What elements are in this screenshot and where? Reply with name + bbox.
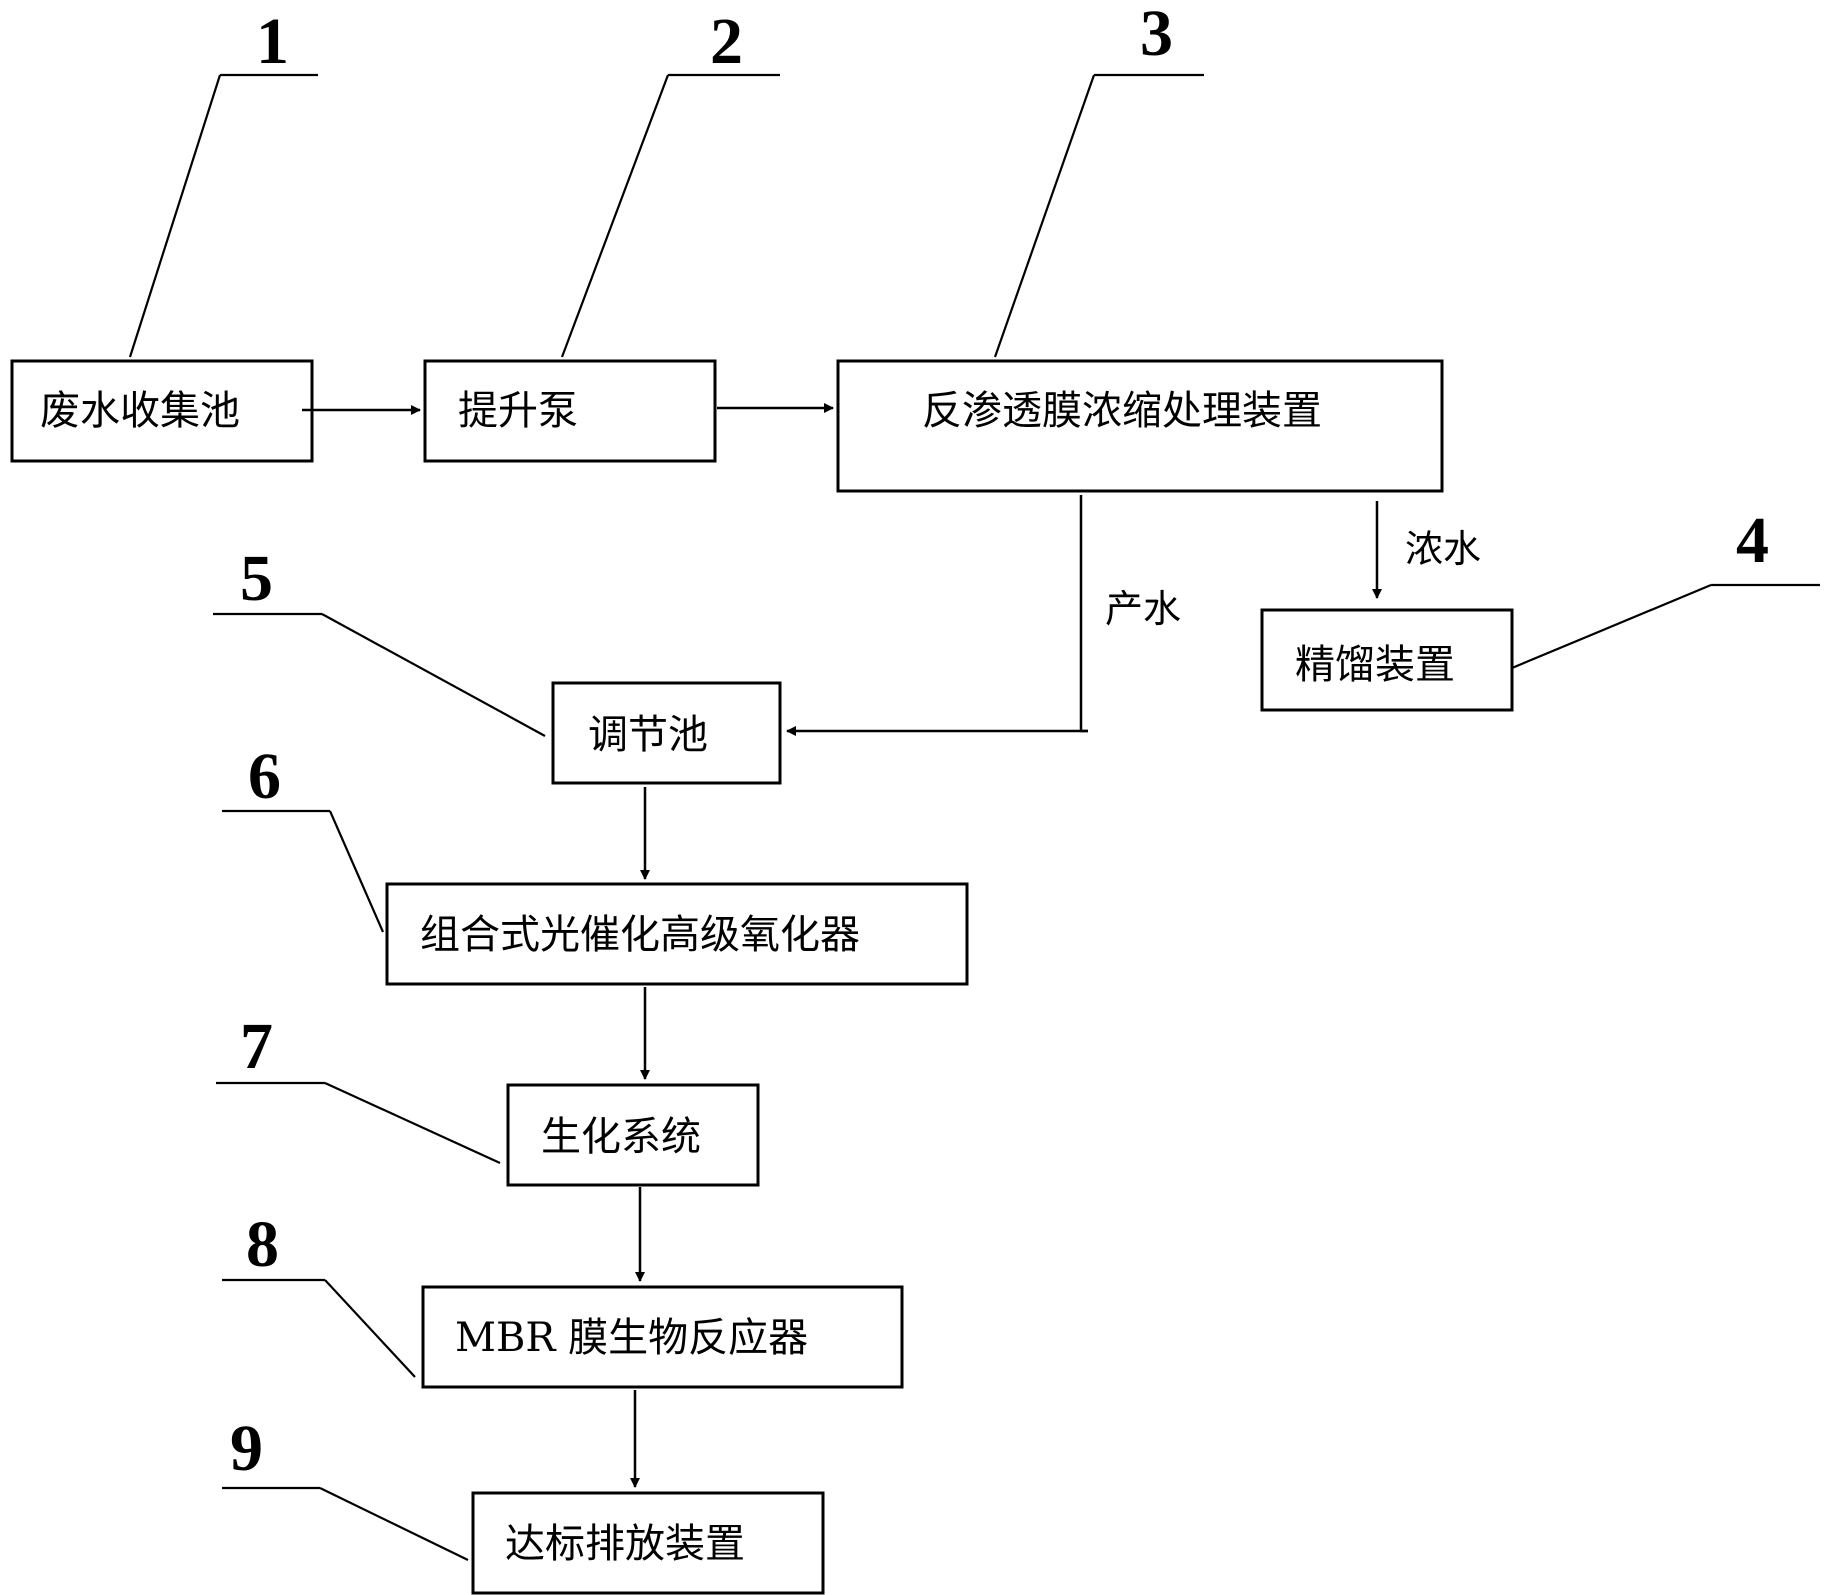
callout-7-number: 7	[240, 1010, 273, 1083]
box-ro-concentration-unit: 反渗透膜浓缩处理装置	[836, 359, 1444, 493]
line-ro-product-water	[1079, 495, 1088, 733]
box-lift-pump-label: 提升泵	[458, 388, 578, 434]
callout-3-number: 3	[1140, 0, 1173, 70]
box-discharge-unit: 达标排放装置	[471, 1491, 825, 1595]
box-biochemical-system-label: 生化系统	[541, 1114, 701, 1160]
box-lift-pump: 提升泵	[423, 359, 717, 463]
callout-5-number: 5	[240, 542, 273, 615]
callout-1-number: 1	[256, 5, 289, 78]
callout-9: 9	[222, 1412, 469, 1561]
callout-9-number: 9	[230, 1412, 263, 1485]
callout-8: 8	[222, 1208, 416, 1378]
box-biochemical-system: 生化系统	[506, 1083, 760, 1187]
callout-6-number: 6	[248, 740, 281, 813]
callout-4: 4	[1511, 504, 1820, 670]
box-ro-concentration-unit-label: 反渗透膜浓缩处理装置	[922, 388, 1322, 434]
box-distillation-unit-label: 精馏装置	[1295, 642, 1455, 688]
callout-3: 3	[993, 0, 1204, 358]
box-photocatalytic-oxidizer-label: 组合式光催化高级氧化器	[420, 912, 860, 958]
box-mbr-reactor: MBR 膜生物反应器	[421, 1285, 904, 1389]
callout-4-number: 4	[1736, 504, 1769, 577]
box-distillation-unit: 精馏装置	[1260, 608, 1514, 712]
box-wastewater-collection-tank-label: 废水收集池	[40, 388, 240, 434]
callout-2-number: 2	[710, 5, 743, 78]
box-mbr-reactor-label: MBR 膜生物反应器	[455, 1315, 808, 1361]
flow-label-concentrate: 浓水	[1405, 527, 1481, 571]
box-discharge-unit-label: 达标排放装置	[505, 1521, 745, 1567]
box-photocatalytic-oxidizer: 组合式光催化高级氧化器	[385, 882, 969, 986]
box-equalization-tank: 调节池	[551, 681, 782, 785]
callout-6: 6	[222, 740, 385, 933]
callout-1: 1	[128, 5, 318, 358]
callout-5: 5	[213, 542, 546, 737]
box-equalization-tank-label: 调节池	[588, 712, 708, 758]
box-wastewater-collection-tank: 废水收集池	[10, 359, 314, 463]
flow-label-product-water: 产水	[1105, 587, 1181, 631]
callout-2: 2	[560, 5, 780, 358]
callout-7: 7	[216, 1010, 501, 1165]
callout-8-number: 8	[246, 1208, 279, 1281]
